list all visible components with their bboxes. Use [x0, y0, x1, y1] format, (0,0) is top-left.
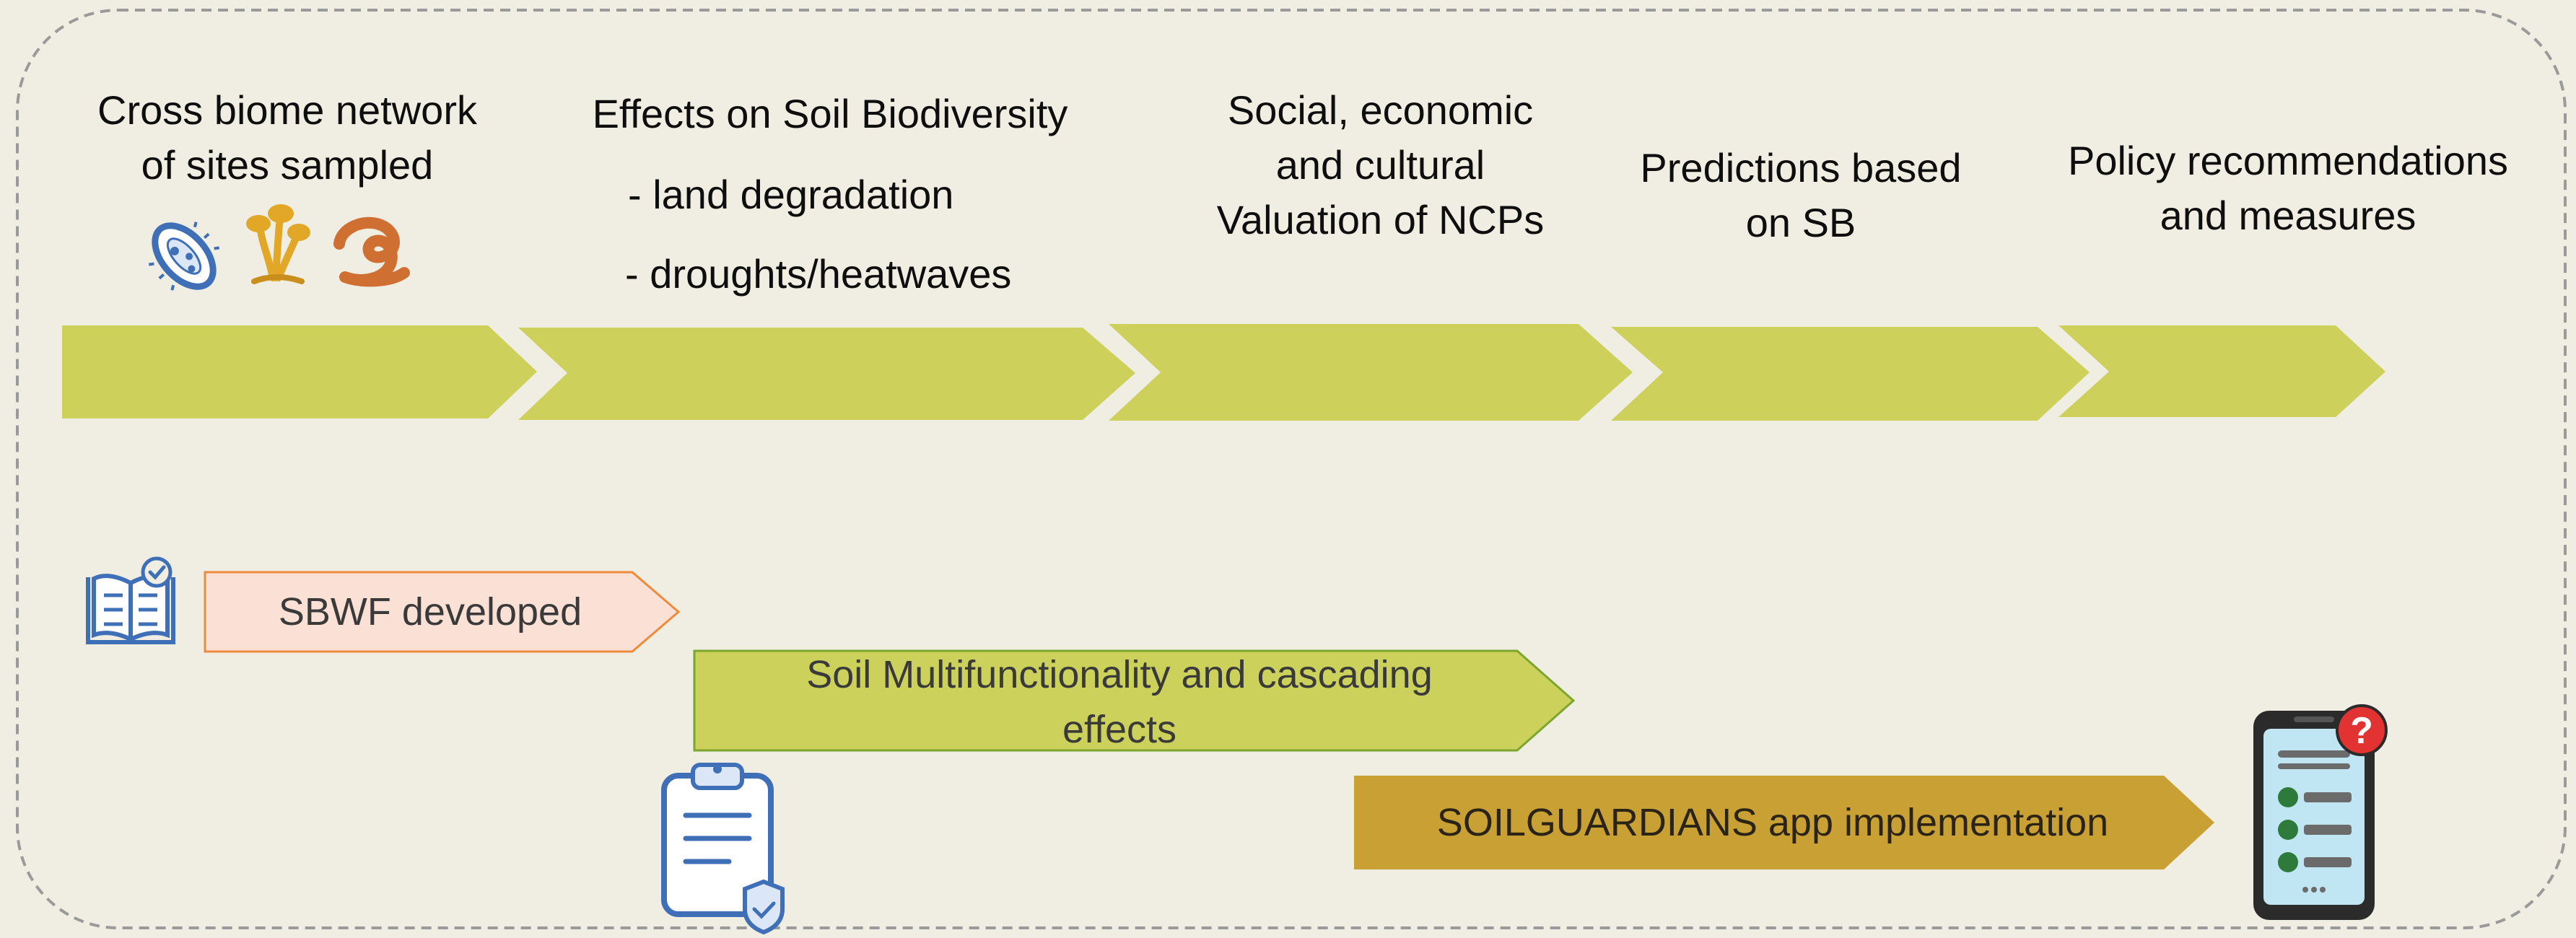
stage-2-label: Effects on Soil Biodiversity [577, 87, 1083, 141]
stage-1-label: Cross biome network of sites sampled [72, 83, 502, 193]
stage-4-label: Predictions based on SB [1617, 141, 1985, 250]
sbwf-bar-label: SBWF developed [278, 590, 582, 634]
diagram-frame [16, 9, 2567, 929]
stage-1-line-1: Cross biome network [97, 87, 477, 133]
bacterium-icon [148, 222, 220, 291]
multifunctionality-line-2: effects [1062, 708, 1177, 751]
stage-5-line-2: and measures [2160, 193, 2416, 238]
stage-2-title: Effects on Soil Biodiversity [592, 91, 1068, 136]
multifunctionality-bar-label: Soil Multifunctionality and cascading ef… [694, 647, 1545, 757]
stage-3-line-3: Valuation of NCPs [1216, 197, 1545, 242]
app-bar [1354, 776, 2214, 869]
stage-4-line-1: Predictions based [1640, 145, 1962, 190]
stage-5-line-1: Policy recommendations [2067, 138, 2509, 183]
stage-chevron-2 [518, 328, 1135, 420]
stage-2-item-2: - droughts/heatwaves [625, 251, 1012, 297]
multifunctionality-bar [693, 649, 1576, 752]
stage-chevron-4 [1611, 327, 2090, 421]
book-checklist-icon [86, 556, 175, 644]
clipboard-shield-icon [661, 763, 785, 935]
stage-3-line-2: and cultural [1275, 142, 1485, 188]
app-bar-label: SOILGUARDIANS app implementation [1436, 801, 2109, 844]
phone-quiz-icon: ? [2253, 704, 2388, 920]
stage-chevron-1 [62, 325, 537, 418]
sbwf-bar [204, 571, 681, 653]
stage-3-label: Social, economic and cultural Valuation … [1169, 83, 1592, 247]
stage-chevron-3 [1109, 324, 1633, 421]
stage-1-line-2: of sites sampled [141, 142, 434, 188]
fungi-icon [246, 204, 310, 284]
nematode-icon [333, 216, 410, 287]
multifunctionality-line-1: Soil Multifunctionality and cascading [806, 653, 1433, 696]
stage-2-item-1: - land degradation [628, 172, 954, 217]
stage-3-line-1: Social, economic [1227, 87, 1534, 133]
stage-chevron-5 [2058, 325, 2385, 417]
svg-text:?: ? [2350, 710, 2373, 752]
stage-4-line-2: on SB [1745, 200, 1856, 245]
stage-5-label: Policy recommendations and measures [2028, 133, 2548, 243]
